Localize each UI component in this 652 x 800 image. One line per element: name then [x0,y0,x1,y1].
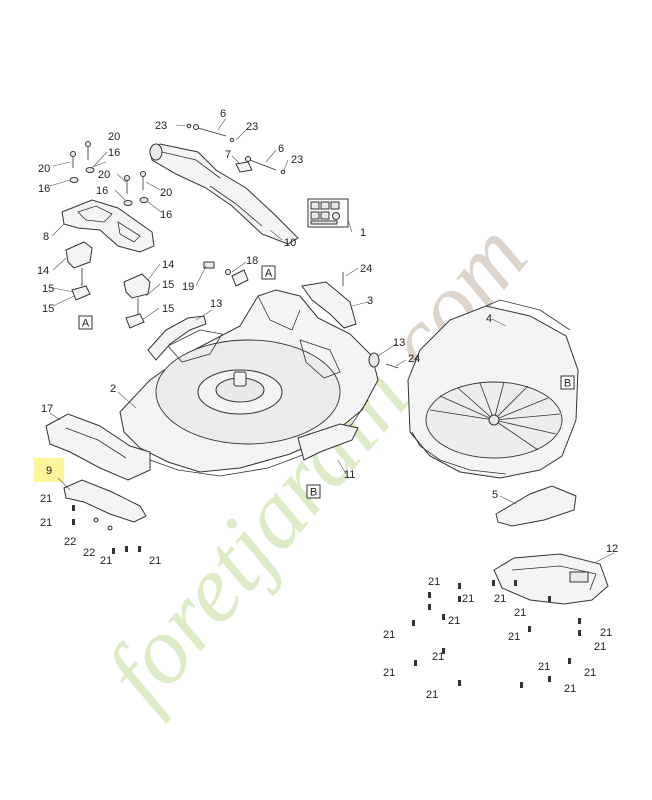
callout-1: 1 [360,227,366,239]
ref-box-a-deck: A [261,265,276,280]
callout-16: 16 [108,147,120,159]
bushing-13-right [368,352,380,368]
svg-text:A: A [265,268,273,280]
ref-box-a-left: A [78,315,93,330]
callout-18: 18 [246,255,258,267]
clip-7 [235,161,253,173]
callout-15: 15 [162,279,174,291]
screw-24 [342,272,399,369]
callout-10: 10 [284,237,296,249]
callout-19: 19 [182,281,194,293]
highlight-part-9: 9 [34,458,71,491]
bolt-20 [70,141,146,194]
callout-21: 21 [564,683,576,695]
callout-23: 23 [155,120,167,132]
warning-label-1 [307,198,349,228]
callout-21: 21 [149,555,161,567]
side-flap-9 [63,479,147,523]
callout-21: 21 [508,631,520,643]
callout-21: 21 [462,593,474,605]
callout-22: 22 [83,547,95,559]
callout-14: 14 [162,259,174,271]
callout-21: 21 [383,629,395,641]
clip-23 [186,123,286,175]
callout-21: 21 [100,555,112,567]
leader-lines [49,117,615,563]
callout-20: 20 [98,169,110,181]
mower-deck-2 [119,289,379,477]
svg-text:9: 9 [46,465,52,477]
ref-box-b-housing: B [560,375,575,390]
rear-handle-10 [149,143,299,245]
clip-14-right [123,273,151,299]
skid-plate-12 [493,553,609,605]
callout-12: 12 [606,543,618,555]
bracket-3 [301,281,357,329]
callout-21: 21 [40,493,52,505]
svg-text:B: B [310,487,317,499]
callout-6: 6 [278,143,284,155]
screw-21-group [72,505,581,688]
callout-22: 22 [64,536,76,548]
callout-8: 8 [43,231,49,243]
svg-text:A: A [82,318,90,330]
callout-labels: 23 6 23 7 6 23 20 16 20 16 20 16 20 16 8… [37,108,618,701]
callout-21: 21 [494,593,506,605]
callout-23: 23 [291,154,303,166]
callout-21: 21 [383,667,395,679]
clip-14-left [65,241,93,269]
collector-housing-4 [407,299,579,479]
callout-23: 23 [246,121,258,133]
callout-16: 16 [38,183,50,195]
callout-2: 2 [110,383,116,395]
washer-16 [69,167,149,206]
callout-21: 21 [40,517,52,529]
ref-box-b-deck: B [306,484,321,499]
callout-21: 21 [432,651,444,663]
svg-text:B: B [564,378,571,390]
screw-22 [93,517,113,531]
callout-21: 21 [538,661,550,673]
callout-20: 20 [38,163,50,175]
callout-15: 15 [42,303,54,315]
callout-17: 17 [41,403,53,415]
callout-21: 21 [448,615,460,627]
deflector-5 [495,485,577,527]
callout-13: 13 [210,298,222,310]
callout-6: 6 [220,108,226,120]
callout-15: 15 [162,303,174,315]
callout-16: 16 [96,185,108,197]
pin-6 [193,124,277,171]
callout-3: 3 [367,295,373,307]
pivot-19 [203,261,249,287]
callout-7: 7 [225,149,231,161]
callout-21: 21 [600,627,612,639]
callout-24: 24 [408,353,420,365]
rear-flap-11 [297,423,359,461]
callout-21: 21 [426,689,438,701]
callout-4: 4 [486,313,492,325]
handle-bracket-8 [61,199,155,253]
callout-13: 13 [393,337,405,349]
callout-20: 20 [108,131,120,143]
callout-21: 21 [514,607,526,619]
bracket-13-left [147,315,207,361]
callout-14: 14 [37,265,49,277]
callout-11: 11 [344,469,355,481]
callout-21: 21 [594,641,606,653]
callout-20: 20 [160,187,172,199]
callout-16: 16 [160,209,172,221]
callout-21: 21 [428,576,440,588]
callout-15: 15 [42,283,54,295]
callout-21: 21 [584,667,596,679]
handle-bracket-assembly [61,141,155,329]
callout-24: 24 [360,263,372,275]
callout-5: 5 [492,489,498,501]
